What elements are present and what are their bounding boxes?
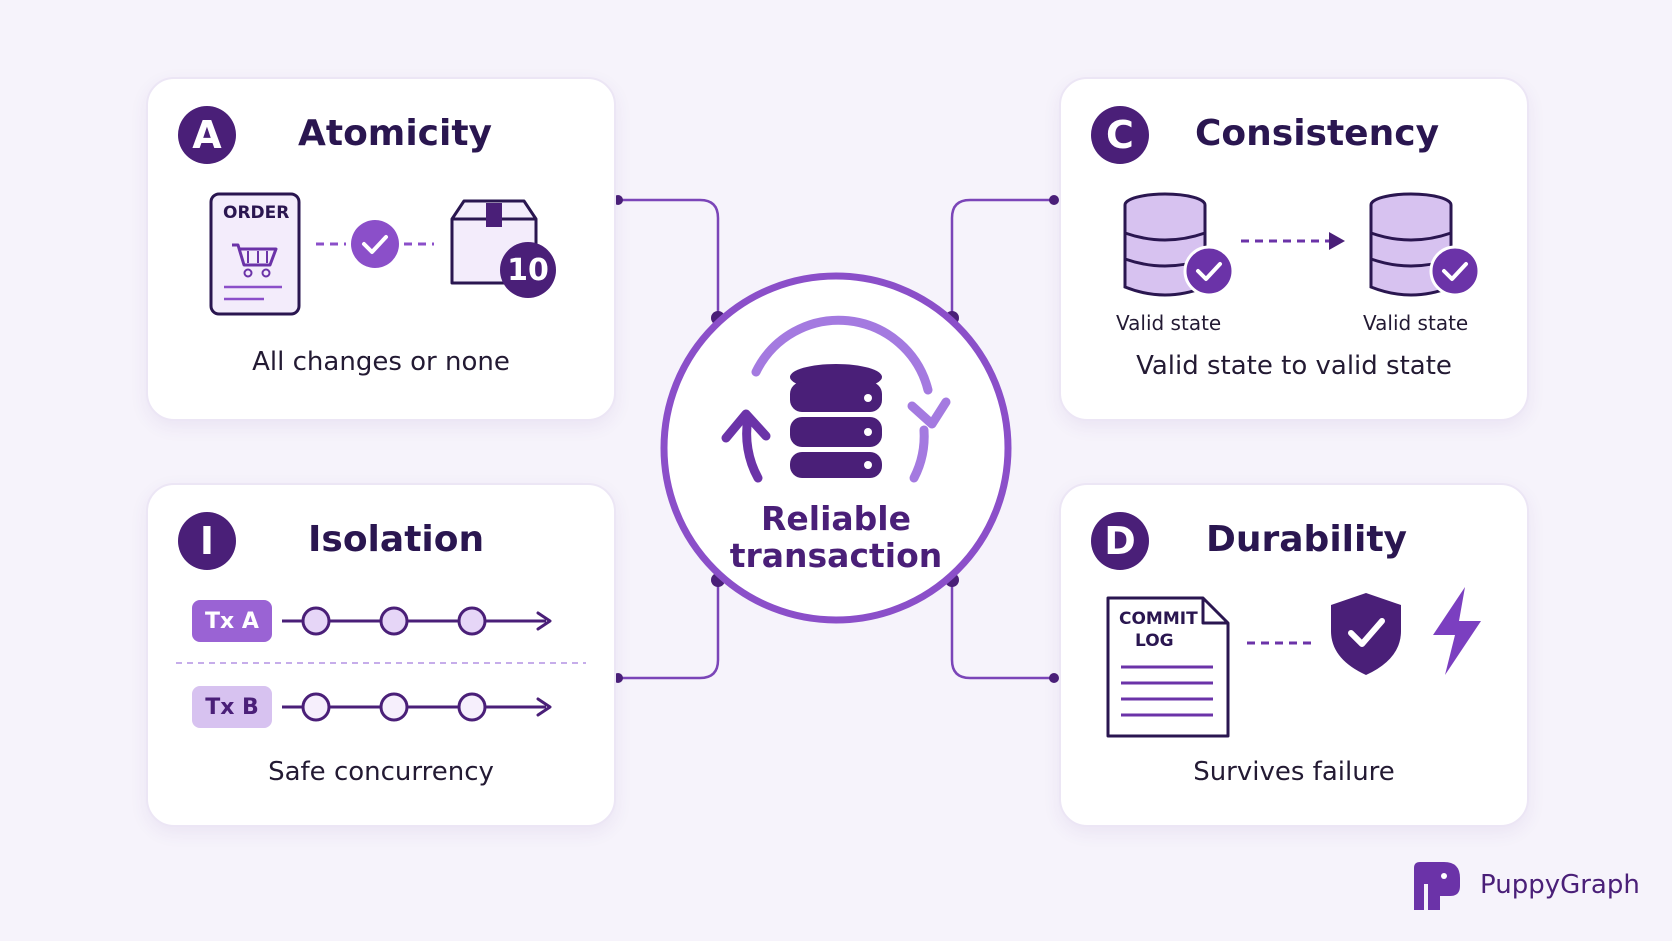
brand-name: PuppyGraph [1480,870,1640,900]
atomicity-card: A Atomicity ORDER 10 All changes or no [146,77,616,421]
isolation-badge: I [178,512,236,570]
consistency-card: C Consistency Valid state Valid state Va… [1059,77,1529,421]
atomicity-title: Atomicity [298,113,493,154]
right-state-label: Valid state [1363,311,1469,335]
center-title: Reliable transaction [706,500,966,574]
dashed-connector [1247,641,1313,645]
isolation-title: Isolation [308,519,485,560]
durability-title: Durability [1206,519,1408,560]
center-title-line1: Reliable [761,499,911,538]
atomicity-caption: All changes or none [252,347,510,377]
durability-badge: D [1091,512,1149,570]
consistency-title: Consistency [1195,113,1440,154]
center-hub-circle [660,272,1012,624]
database-valid-left-icon [1123,192,1235,297]
center-title-line2: transaction [729,536,943,575]
puppygraph-logo-icon [1414,862,1460,910]
item-count-badge: 10 [500,242,556,298]
order-document-icon [209,192,301,316]
isolation-caption: Safe concurrency [268,757,494,787]
left-state-label: Valid state [1116,311,1222,335]
dashed-connector [316,220,434,268]
commit-log-line1: COMMIT [1119,609,1198,629]
durability-caption: Survives failure [1193,757,1395,787]
consistency-caption: Valid state to valid state [1136,351,1452,381]
tx-b-timeline [282,692,552,722]
atomicity-badge: A [178,106,236,164]
durability-card: D Durability COMMIT LOG Survives failure [1059,483,1529,827]
sync-arrows-icon [721,315,951,483]
tx-a-timeline [282,606,552,636]
commit-log-document-icon [1106,596,1230,738]
commit-log-line2: LOG [1135,631,1174,651]
dashed-arrow [1241,232,1345,250]
database-valid-right-icon [1369,192,1481,297]
order-doc-label: ORDER [223,203,290,223]
database-icon [790,364,882,478]
tx-b-label: Tx B [192,686,272,728]
shield-check-icon [1331,593,1401,675]
tx-a-label: Tx A [192,600,272,642]
lightning-bolt-icon [1433,587,1481,675]
consistency-badge: C [1091,106,1149,164]
separator-dashed [176,662,586,664]
isolation-card: I Isolation Tx A Tx B Safe concurrency [146,483,616,827]
